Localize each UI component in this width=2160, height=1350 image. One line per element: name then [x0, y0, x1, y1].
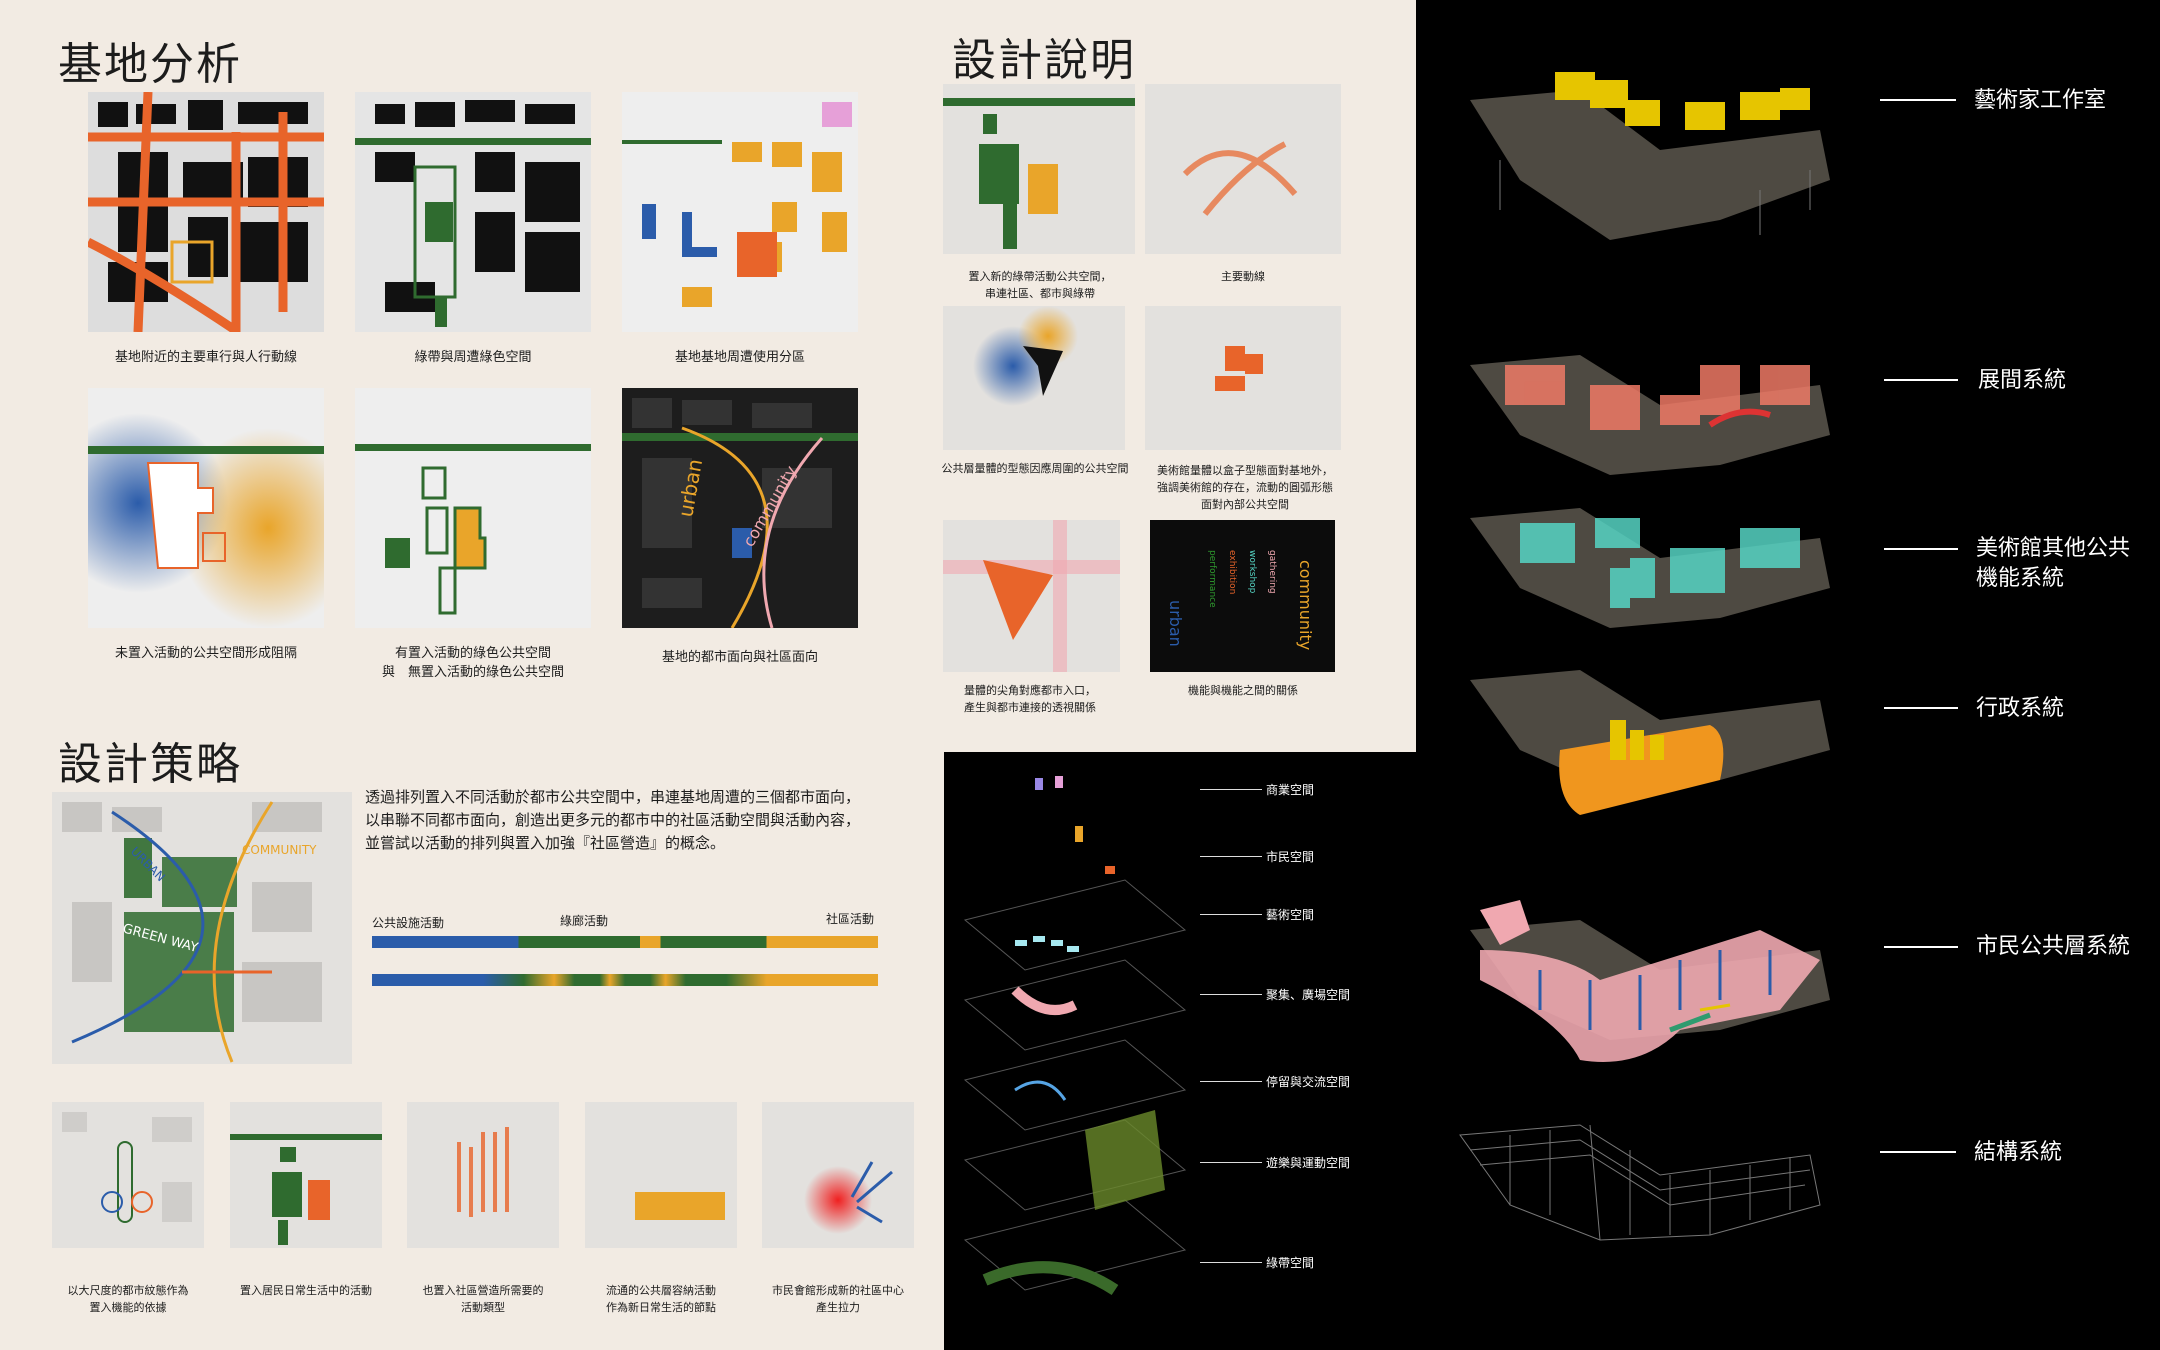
- activity-layer-diagram: [955, 770, 1195, 1330]
- system-label-studios: 藝術家工作室: [1974, 88, 2107, 113]
- activity-label-civic: 市民空間: [1266, 850, 1315, 864]
- system-leader-civic: [1884, 946, 1958, 948]
- map-urban-community-orientation: urban community: [622, 388, 858, 628]
- activity-leader-5: [1200, 1081, 1262, 1082]
- activity-leader-7: [1200, 1262, 1262, 1263]
- site-analysis-title: 基地分析: [58, 39, 242, 90]
- strategy-map-3: [407, 1102, 559, 1248]
- bar-label-community: 社區活動: [826, 912, 875, 926]
- map-active-green-space: [355, 388, 591, 628]
- activity-bar-1: [372, 936, 878, 948]
- caption-orientation: 基地的都市面向與社區面向: [661, 650, 818, 665]
- system-diagram-studios: [1460, 60, 1840, 250]
- system-leader-public-functions: [1884, 548, 1958, 550]
- note-map-3: [943, 306, 1125, 450]
- caption-green-belt: 綠帶與周遭綠色空間: [414, 350, 532, 365]
- system-leader-admin: [1884, 707, 1958, 709]
- system-diagram-public-functions: [1460, 478, 1840, 648]
- caption-active-green-space: 有置入活動的綠色公共空間 與 無置入活動的綠色公共空間: [381, 646, 564, 680]
- note-caption-4: 美術館量體以盒子型態面對基地外， 強調美術館的存在，流動的圓弧形態 面對內部公共…: [1157, 464, 1333, 511]
- strategy-caption-3: 也置入社區營造所需要的 活動類型: [422, 1284, 544, 1314]
- activity-label-commercial: 商業空間: [1266, 783, 1315, 797]
- map-green-belt: [355, 92, 591, 332]
- note-map-6: urban community performance exhibition w…: [1150, 520, 1335, 672]
- activity-leader-1: [1200, 789, 1262, 790]
- system-leader-exhibition: [1884, 379, 1958, 381]
- strategy-caption-1: 以大尺度的都市紋態作為 置入機能的依據: [67, 1284, 189, 1314]
- note-map-1: [943, 84, 1135, 254]
- note-map-5: [943, 520, 1120, 672]
- system-label-civic: 市民公共層系統: [1976, 934, 2131, 959]
- svg-text:workshop: workshop: [1247, 550, 1257, 594]
- system-leader-studios: [1880, 99, 1956, 101]
- note-map-4: [1145, 306, 1341, 450]
- map-land-use: [622, 92, 858, 332]
- activity-label-art: 藝術空間: [1266, 908, 1315, 922]
- svg-text:urban: urban: [1166, 600, 1185, 647]
- svg-text:gathering: gathering: [1267, 550, 1277, 594]
- strategy-caption-4: 流通的公共層容納活動 作為新日常生活的節點: [606, 1284, 716, 1314]
- map-blocked-public-space: [88, 388, 324, 628]
- system-label-admin: 行政系統: [1976, 696, 2065, 721]
- caption-blocked-public-space: 未置入活動的公共空間形成阻隔: [114, 646, 297, 661]
- system-label-public-functions: 美術館其他公共 機能系統: [1976, 536, 2131, 591]
- caption-land-use: 基地基地周遭使用分區: [674, 350, 805, 365]
- note-caption-1: 置入新的綠帶活動公共空間， 串連社區、都市與綠帶: [968, 270, 1112, 300]
- bar-label-greenway: 綠廊活動: [560, 914, 609, 928]
- activity-label-exchange: 停留與交流空間: [1266, 1075, 1351, 1089]
- strategy-paragraph: 透過排列置入不同活動於都市公共空間中，串連基地周遭的三個都市面向， 以串聯不同都…: [365, 788, 861, 852]
- activity-label-gathering: 聚集、廣場空間: [1266, 988, 1351, 1002]
- svg-text:performance: performance: [1207, 550, 1217, 608]
- activity-leader-2: [1200, 856, 1262, 857]
- activity-leader-4: [1200, 994, 1262, 995]
- system-diagram-exhibition: [1460, 305, 1840, 475]
- design-strategy-title: 設計策略: [58, 739, 242, 790]
- map-strategy: URBAN COMMUNITY GREEN WAY: [52, 792, 352, 1064]
- note-caption-3: 公共層量體的型態因應周圍的公共空間: [941, 462, 1129, 475]
- strategy-caption-2: 置入居民日常生活中的活動: [240, 1284, 372, 1297]
- activity-leader-6: [1200, 1162, 1262, 1163]
- system-label-structure: 結構系統: [1974, 1140, 2063, 1165]
- svg-text:exhibition: exhibition: [1227, 550, 1237, 594]
- activity-bar-2: [372, 974, 878, 986]
- map-traffic-routes: [88, 92, 324, 332]
- strategy-map-5: [762, 1102, 914, 1248]
- system-label-exhibition: 展間系統: [1978, 368, 2067, 393]
- strategy-map-1: [52, 1102, 204, 1248]
- note-caption-2: 主要動線: [1221, 270, 1265, 283]
- system-diagram-admin: [1460, 640, 1840, 830]
- strategy-map-4: [585, 1102, 737, 1248]
- strategy-word-community: COMMUNITY: [242, 843, 317, 857]
- system-diagram-structure: [1450, 1095, 1840, 1245]
- strategy-caption-5: 市民會館形成新的社區中心 產生拉力: [772, 1284, 904, 1314]
- activity-label-greenbelt: 綠帶空間: [1266, 1256, 1315, 1270]
- note-caption-5: 量體的尖角對應都市入口， 產生與都市連接的透視關係: [964, 684, 1096, 714]
- note-caption-6: 機能與機能之間的關係: [1188, 684, 1298, 697]
- caption-traffic-routes: 基地附近的主要車行與人行動線: [114, 350, 297, 365]
- svg-text:community: community: [1296, 560, 1315, 650]
- system-leader-structure: [1880, 1151, 1956, 1153]
- note-map-2: [1145, 84, 1341, 254]
- system-diagram-civic-public-layer: [1460, 890, 1840, 1070]
- activity-leader-3: [1200, 914, 1262, 915]
- strategy-map-2: [230, 1102, 382, 1248]
- design-notes-title: 設計說明: [952, 35, 1136, 86]
- bar-label-public: 公共設施活動: [372, 916, 445, 930]
- activity-label-recreation: 遊樂與運動空間: [1266, 1156, 1351, 1170]
